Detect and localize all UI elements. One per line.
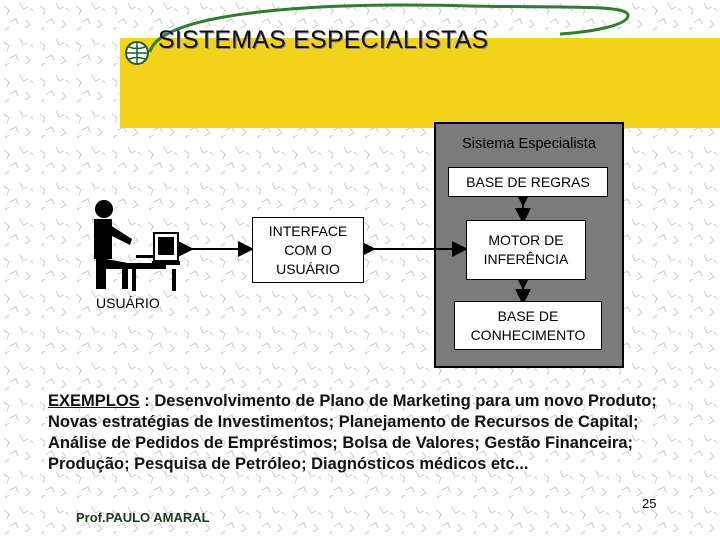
title-band <box>120 38 720 128</box>
globe-icon <box>125 41 149 65</box>
rules-base-node: BASE DE REGRAS <box>448 167 608 197</box>
title-swoosh <box>148 3 630 53</box>
knowledge-base-node: BASE DE CONHECIMENTO <box>454 301 602 350</box>
examples-label: EXEMPLOS <box>48 392 140 410</box>
system-label: Sistema Especialista <box>462 136 596 152</box>
inference-engine-node: MOTOR DE INFERÊNCIA <box>466 220 586 280</box>
user-interface-node: INTERFACE COM O USUÁRIO <box>252 217 364 283</box>
examples-paragraph: EXEMPLOS : Desenvolvimento de Plano de M… <box>48 391 688 475</box>
author-credit: Prof.PAULO AMARAL <box>76 510 210 525</box>
user-label: USUÁRIO <box>96 295 160 311</box>
page-number: 25 <box>642 496 657 511</box>
examples-text: : Desenvolvimento de Plano de Marketing … <box>48 392 657 473</box>
page-title: SISTEMAS ESPECIALISTAS <box>158 26 489 54</box>
user-at-computer-icon <box>94 200 180 291</box>
